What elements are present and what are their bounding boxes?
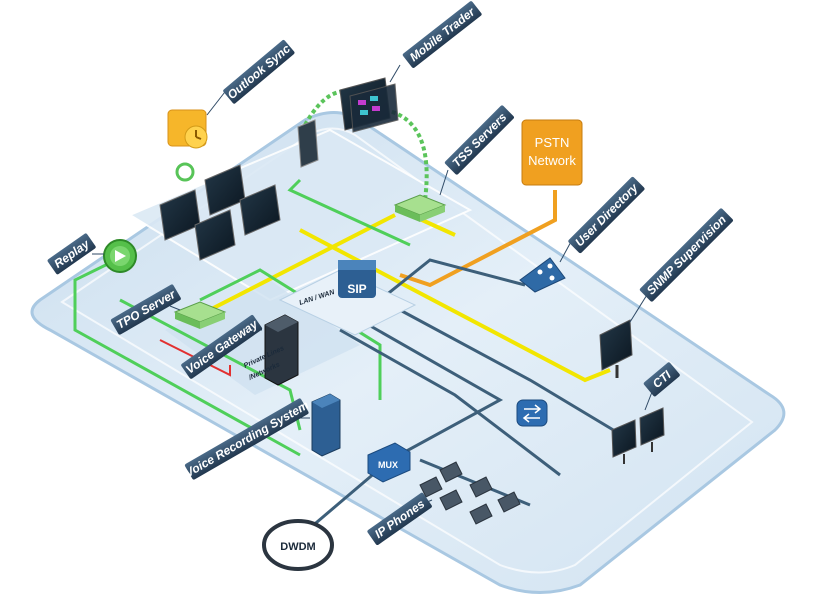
cti-monitors-icon [611,407,665,464]
tpo-server-icon [173,301,227,329]
blue-links [289,258,631,547]
tss-servers-label: TSS Servers [449,110,509,170]
gateway-tower-icon: Private Lines /Networks [243,314,299,386]
pstn-label: PSTN [535,135,570,150]
sip-switch-icon: SIP [338,260,376,298]
red-link [159,339,231,377]
sip-label: SIP [347,282,366,296]
trader-turret-icon [159,164,281,261]
callout-cti: CTI [643,362,680,411]
mux-label: MUX [378,460,398,470]
mobile-tablets-icon [339,77,399,133]
lan-wan-hub: SIP LAN / WAN [278,260,417,336]
ip-phone-icon [419,461,521,525]
callout-outlook-sync: Outlook Sync [206,39,295,116]
dwdm-label: DWDM [280,541,315,553]
server-icon [393,194,447,222]
platform-inner-rim [60,127,754,574]
outlook-icon [167,109,208,149]
callout-user-directory: User Directory [559,176,645,263]
mux-icon: MUX [367,442,411,483]
pstn-cloud-icon: PSTN Network [521,119,583,186]
switch-icon [516,399,548,427]
tablet-icon [297,119,319,168]
sync-icon [175,162,195,182]
user-directory-label: User Directory [572,180,641,249]
mobile-trader-label: Mobile Trader [407,4,478,64]
callout-snmp: SNMP Supervision [629,208,733,323]
orange-link [399,190,557,288]
network-label: Network [528,153,576,168]
directory-icon [519,257,566,293]
outlook-sync-label: Outlook Sync [225,41,293,102]
recorder-icon [311,393,341,457]
callout-mobile-trader: Mobile Trader [389,1,482,83]
dwdm-ring: DWDM [262,519,334,571]
replay-icon [103,239,137,273]
snmp-supervision-label: SNMP Supervision [644,212,729,297]
upper-tier [127,128,473,302]
monitor-icon [599,319,633,378]
